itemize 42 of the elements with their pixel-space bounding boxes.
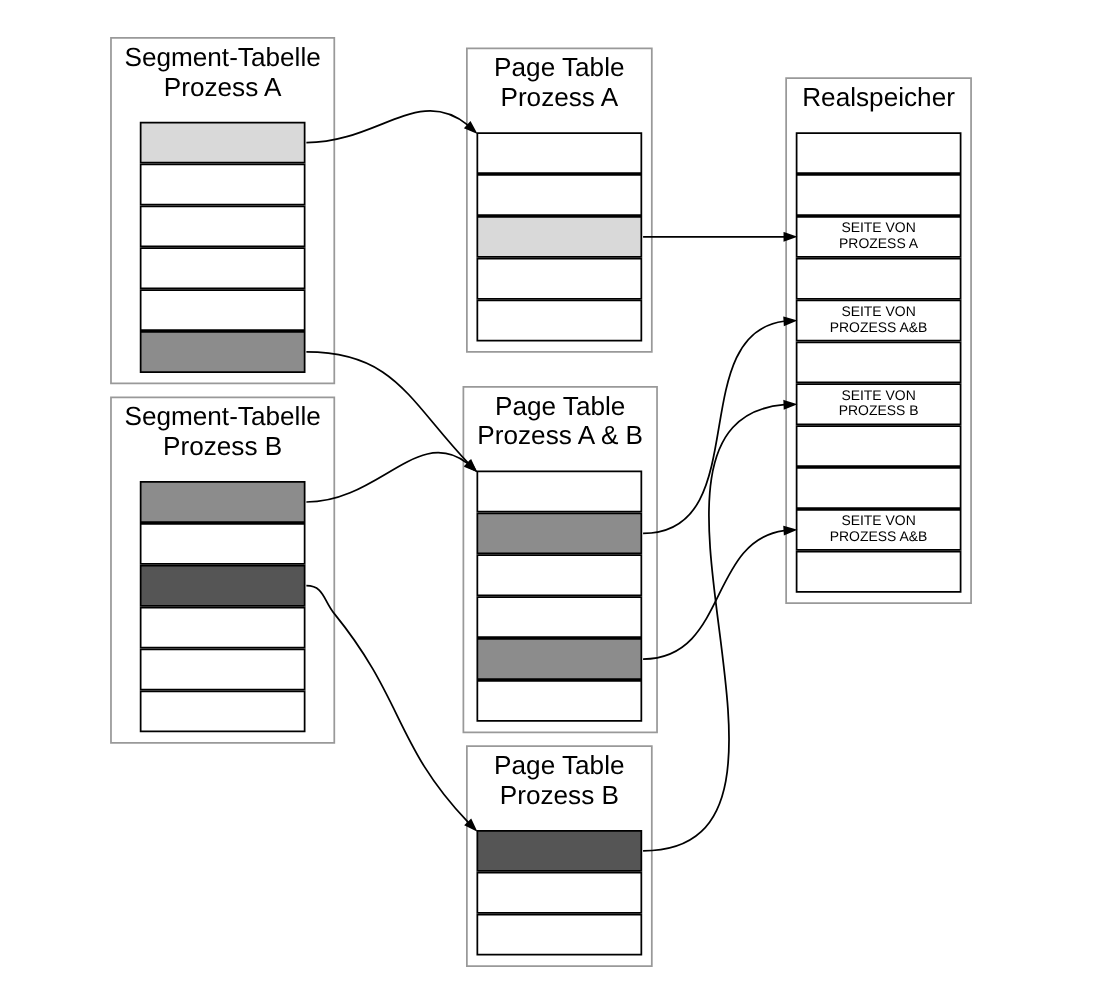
node-bar [475, 512, 642, 555]
node-bar [475, 470, 642, 513]
arrow [304, 584, 477, 832]
cluster: Segment-Tabelle Prozess A [109, 37, 335, 385]
node-bar [794, 550, 961, 593]
node-bar [475, 871, 642, 914]
node-bar [138, 121, 305, 164]
node-bar [138, 606, 305, 649]
arrow [641, 316, 797, 535]
node-bar [475, 132, 642, 174]
node-bar [138, 289, 305, 332]
node-bar [475, 257, 642, 300]
node-bar [138, 522, 305, 565]
cluster: Page Table Prozess A [465, 47, 652, 353]
arrow [641, 399, 797, 852]
node-bar [475, 554, 642, 597]
node-bar [475, 913, 642, 956]
node-bar [794, 174, 961, 216]
node-bar [138, 247, 305, 290]
cluster: Segment-Tabelle Prozess B [109, 396, 335, 744]
node-bar [475, 215, 642, 258]
arrow [304, 110, 477, 144]
node-bar [138, 648, 305, 691]
node-bar [475, 830, 642, 872]
node-bar [794, 467, 961, 509]
node-bar [475, 174, 642, 216]
arrow [641, 231, 797, 242]
node-bar [138, 331, 305, 373]
node-bar [475, 299, 642, 342]
node-bar [475, 596, 642, 639]
node-bar [794, 425, 961, 468]
node-bar [794, 341, 961, 384]
arrow [641, 525, 797, 660]
node-bar [475, 638, 642, 680]
node-bar [138, 481, 305, 523]
node-bar [138, 163, 305, 206]
node-bar [138, 205, 305, 248]
node-bar [138, 690, 305, 733]
node-bar [475, 679, 642, 722]
node-bar [794, 132, 961, 174]
node-bar [794, 257, 961, 300]
node-bar [138, 564, 305, 607]
